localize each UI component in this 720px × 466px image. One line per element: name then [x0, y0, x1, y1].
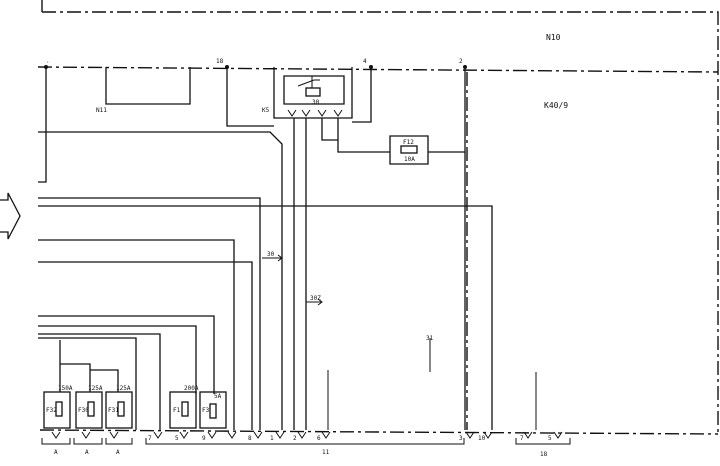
- k5-relay: 30: [273, 67, 353, 119]
- module-label-n11: N11: [96, 107, 107, 114]
- bottom-pin-9: 9: [202, 435, 206, 442]
- fuse-f1-label: F1: [173, 407, 181, 414]
- bottom-pin-7b: 7: [520, 435, 524, 442]
- wires: [38, 67, 537, 430]
- bottom-connector-pins: 7 5 9 8 1 2 6 3 10 7 5: [51, 431, 563, 442]
- wire-label-30: 30: [267, 251, 275, 258]
- bottom-pin-8: 8: [248, 435, 252, 442]
- f12-label: F12: [403, 139, 414, 146]
- f12-rating: 10A: [404, 156, 415, 163]
- bottom-pin-5b: 5: [548, 435, 552, 442]
- top-pin-2: 2: [459, 58, 463, 65]
- fuse-block-a: F32 150A F30 125A F31 125A: [43, 385, 133, 429]
- bottom-pin-6: 6: [317, 435, 321, 442]
- fuse-block-b: F1 200A F3 5A: [169, 385, 227, 429]
- bottom-pin-1: 1: [270, 435, 274, 442]
- connector-18: 18: [540, 451, 548, 458]
- fuse-f31-rating: 125A: [116, 385, 131, 392]
- fuse-f1-rating: 200A: [184, 385, 199, 392]
- bottom-pin-7: 7: [148, 435, 152, 442]
- top-pin-4: 4: [363, 58, 367, 65]
- wire-label-31: 31: [426, 335, 434, 342]
- wire-label-30z: 30Z: [310, 295, 321, 302]
- connector-11: 11: [322, 449, 330, 456]
- connector-a-2: A: [85, 449, 89, 456]
- svg-text:·: ·: [46, 59, 50, 66]
- top-pin-18: 18: [216, 58, 224, 65]
- fuse-f31-label: F31: [108, 407, 119, 414]
- f12-relay: F12 10A: [389, 135, 429, 165]
- fuse-f32-label: F32: [46, 407, 57, 414]
- module-label-k5: K5: [262, 107, 270, 114]
- n11-connector: [105, 67, 191, 105]
- connector-brackets: [41, 438, 571, 445]
- fuse-f30-rating: 125A: [88, 385, 103, 392]
- fuse-f32-rating: 150A: [58, 385, 73, 392]
- bottom-pin-3: 3: [459, 435, 463, 442]
- module-label-n10: N10: [546, 33, 561, 42]
- connector-a-3: A: [116, 449, 120, 456]
- module-boundaries: [37, 0, 719, 435]
- bottom-pin-5: 5: [175, 435, 179, 442]
- bottom-pin-10: 10: [478, 435, 486, 442]
- module-label-k40-9: K40/9: [544, 101, 568, 110]
- connector-a-1: A: [54, 449, 58, 456]
- fuse-f3-rating: 5A: [214, 393, 222, 400]
- entry-arrow-icon: [0, 192, 21, 240]
- fuse-f30-label: F30: [78, 407, 89, 414]
- svg-text:30: 30: [312, 99, 320, 106]
- bottom-pin-2: 2: [293, 435, 297, 442]
- fuse-f3-label: F3: [202, 407, 210, 414]
